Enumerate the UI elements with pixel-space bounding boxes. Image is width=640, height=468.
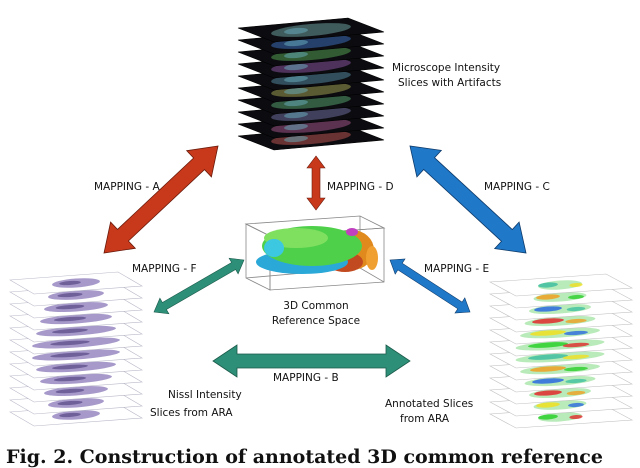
mapping-e-label: MAPPING - E <box>424 263 489 275</box>
mapping-d-arrow <box>306 155 326 211</box>
figure-caption: Fig. 2. Construction of annotated 3D com… <box>6 446 603 468</box>
annotated-slice-stack <box>488 273 634 429</box>
microscope-slice-stack <box>237 17 385 151</box>
reference-label-line2: Reference Space <box>272 315 360 327</box>
mapping-f-label: MAPPING - F <box>132 263 197 275</box>
nissl-label-line2: Slices from ARA <box>150 407 233 419</box>
nissl-label-line1: Nissl Intensity <box>168 389 242 401</box>
mapping-e-arrow <box>389 258 471 314</box>
annotated-label-line2: from ARA <box>400 413 450 425</box>
nissl-slice-stack <box>9 271 143 427</box>
3d-reference-brain <box>244 215 386 291</box>
mapping-b-label: MAPPING - B <box>273 372 339 384</box>
mapping-c-arrow <box>409 145 527 254</box>
microscope-label-line1: Microscope Intensity <box>392 62 500 74</box>
reference-label-line1: 3D Common <box>283 300 348 312</box>
mapping-a-label: MAPPING - A <box>94 181 160 193</box>
mapping-f-arrow <box>153 257 245 315</box>
mapping-a-arrow <box>103 145 219 254</box>
mapping-c-label: MAPPING - C <box>484 181 550 193</box>
mapping-d-label: MAPPING - D <box>327 181 394 193</box>
annotated-label-line1: Annotated Slices <box>385 398 473 410</box>
microscope-label-line2: Slices with Artifacts <box>398 77 501 89</box>
mapping-b-arrow <box>212 344 411 378</box>
